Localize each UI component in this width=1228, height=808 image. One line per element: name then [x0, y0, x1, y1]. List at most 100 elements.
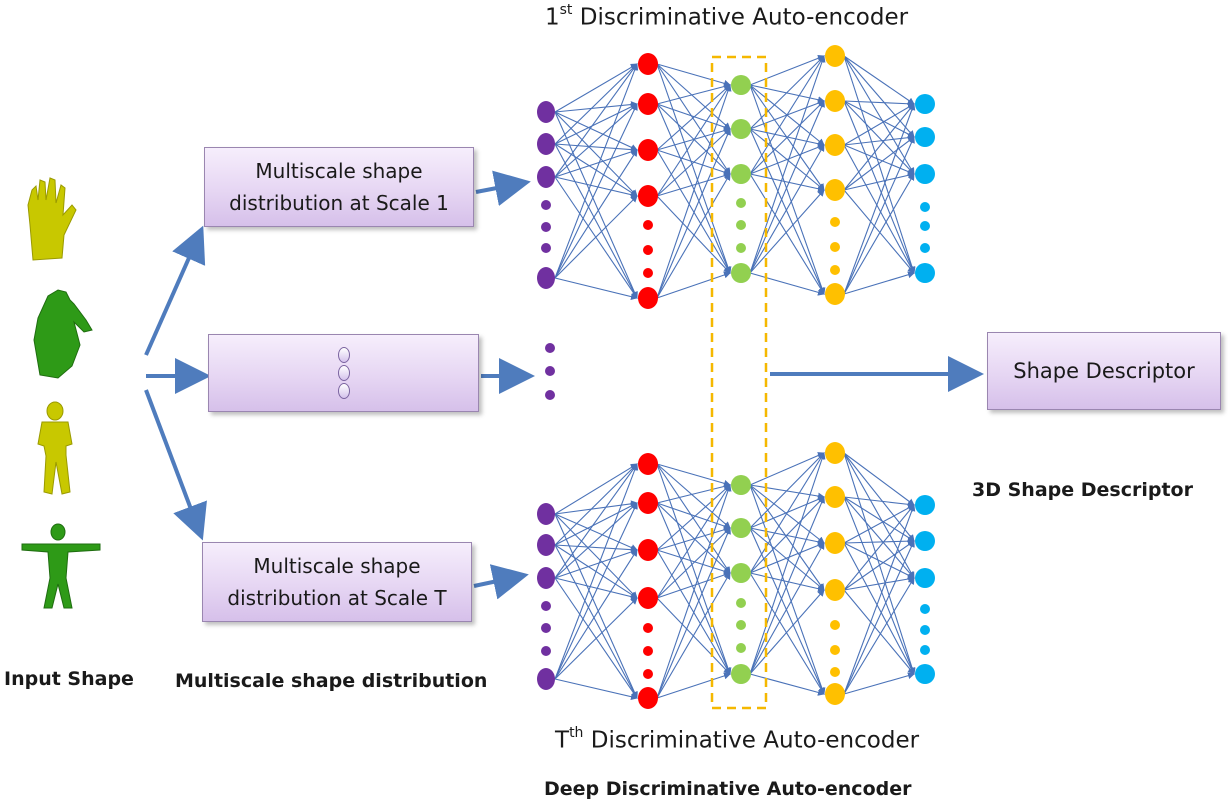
network-edge — [554, 63, 638, 113]
arrow-to-scale1 — [144, 225, 206, 356]
network-edge — [843, 575, 915, 591]
network-edge — [554, 63, 638, 145]
arrow-to-scaleT — [144, 389, 207, 541]
network-edge — [843, 452, 915, 579]
network-edge — [843, 136, 915, 295]
network-edge — [554, 277, 638, 300]
network-node — [825, 579, 845, 601]
network-edge — [554, 143, 638, 154]
network-node — [731, 164, 751, 184]
deep-section-label: Deep Discriminative Auto-encoder — [544, 778, 912, 800]
network-edge — [554, 502, 638, 680]
network-edge — [656, 195, 731, 274]
network-edge — [749, 173, 825, 193]
network-edge — [749, 55, 825, 175]
network-dot — [541, 601, 551, 611]
network-edge — [843, 540, 915, 591]
network-node — [825, 486, 845, 508]
network-edge — [554, 148, 638, 178]
network-edge — [843, 103, 915, 146]
network-edge — [656, 84, 731, 197]
network-edge — [656, 571, 731, 599]
network-node — [915, 495, 935, 515]
network-dot — [643, 220, 653, 230]
shape-descriptor-box: Shape Descriptor — [987, 332, 1221, 410]
network-edge — [843, 504, 915, 591]
network-dot — [541, 243, 551, 253]
network-edge — [749, 100, 825, 175]
network-edge — [843, 136, 915, 191]
network-edge — [749, 189, 825, 274]
network-edge — [843, 672, 915, 695]
network-edge — [749, 484, 826, 695]
network-node — [915, 164, 935, 184]
network-edge — [554, 463, 638, 546]
network-edge — [656, 128, 731, 299]
network-node — [537, 668, 555, 690]
network-edge — [843, 55, 916, 274]
network-edge — [843, 452, 915, 542]
network-edge — [656, 63, 731, 130]
network-dot — [541, 623, 551, 633]
network-edge — [843, 55, 915, 175]
network-edge — [843, 189, 915, 274]
network-edge — [554, 502, 638, 579]
scaleT-box-text: Multiscale shape distribution at Scale T — [227, 554, 447, 610]
network-node — [638, 492, 658, 514]
network-edge — [656, 527, 731, 699]
network-edge — [843, 100, 915, 274]
autoencoder-network-t — [537, 442, 935, 709]
network-edge — [749, 452, 826, 675]
network-edge — [656, 526, 731, 551]
encoder-top-title: 1st Discriminative Auto-encoder — [545, 2, 909, 31]
network-edge — [656, 84, 731, 151]
network-edge — [749, 100, 825, 274]
network-dot — [643, 623, 653, 633]
network-dot — [643, 245, 653, 255]
network-node — [537, 166, 555, 188]
network-edge — [656, 502, 731, 675]
network-node — [537, 503, 555, 525]
network-node — [825, 442, 845, 464]
network-edge — [843, 542, 915, 675]
network-edge — [656, 83, 731, 105]
network-dot — [736, 198, 746, 208]
ellipsis-dots — [545, 343, 555, 400]
network-edge — [554, 143, 638, 299]
network-node — [915, 664, 935, 684]
network-edge — [749, 589, 825, 675]
network-dot — [643, 669, 653, 679]
network-node — [537, 567, 555, 589]
network-node — [638, 539, 658, 561]
network-edge — [749, 496, 825, 675]
network-edge — [554, 544, 638, 699]
network-dot — [736, 620, 746, 630]
network-edge — [656, 103, 731, 274]
network-edge — [656, 463, 731, 529]
network-dot — [736, 220, 746, 230]
network-edge — [554, 111, 638, 151]
network-edge — [656, 463, 731, 487]
network-edge — [554, 111, 638, 299]
network-dot — [830, 620, 840, 630]
network-node — [915, 94, 935, 114]
network-edge — [843, 577, 915, 695]
network-edge — [749, 128, 825, 295]
network-edge — [656, 63, 732, 274]
network-edge — [656, 484, 732, 699]
network-edge — [749, 484, 825, 591]
network-edge — [554, 463, 638, 515]
network-node — [731, 263, 751, 283]
network-dot — [541, 222, 551, 232]
network-edges — [554, 54, 916, 300]
network-edge — [656, 84, 732, 299]
shape-humanoid-green-icon — [21, 523, 101, 609]
network-edge — [843, 496, 915, 579]
network-edge — [749, 572, 825, 695]
network-edge — [749, 55, 825, 130]
network-node — [825, 134, 845, 156]
network-edge — [843, 496, 915, 508]
network-dot — [830, 645, 840, 655]
network-node — [537, 133, 555, 155]
network-edge — [554, 500, 638, 515]
